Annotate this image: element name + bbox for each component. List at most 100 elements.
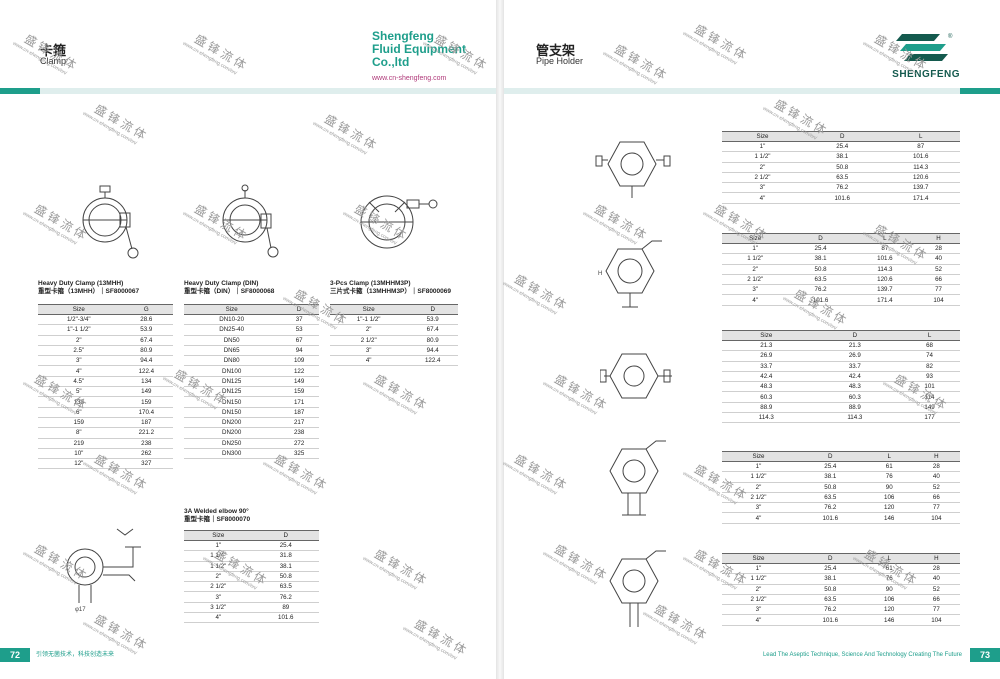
table-cell: 1 1/2": [722, 471, 795, 483]
table-cell: DN80: [184, 355, 280, 367]
table-cell: 87: [852, 243, 918, 255]
table-row: 1/2"-3/4"28.6: [38, 314, 173, 326]
table-cell: 104: [917, 294, 960, 306]
table-cell: DN200: [184, 417, 280, 429]
column-header: G: [119, 304, 173, 315]
table-cell: 171: [279, 396, 319, 408]
right-header-band: [504, 88, 1000, 94]
table-cell: 93: [899, 371, 960, 383]
table-cell: 2": [722, 162, 803, 173]
table-cell: 80.9: [407, 335, 458, 346]
table-cell: 53.9: [119, 324, 173, 336]
table-row: 2 1/2"80.9: [330, 335, 458, 346]
table-cell: DN250: [184, 438, 280, 449]
table-cell: 4": [722, 192, 803, 204]
table-cell: 76.2: [794, 604, 866, 616]
table-cell: 146: [865, 614, 913, 626]
caption-en: 3A Welded elbow 90°: [184, 508, 249, 515]
caption-cn: 重型卡箍（13MHH）｜SF8000067: [38, 288, 140, 295]
table-cell: 238: [119, 438, 173, 449]
table-cell: 1 1/2": [722, 151, 803, 163]
table-cell: 38.1: [802, 151, 882, 163]
table-cell: 2": [722, 264, 789, 275]
table-cell: 170.4: [119, 407, 173, 418]
table-row: 3"94.4: [330, 345, 458, 357]
table-row: 3"76.2: [184, 591, 319, 603]
table-cell: 90: [865, 584, 913, 595]
table-cell: 66: [917, 274, 960, 286]
table-cell: 4": [184, 612, 253, 624]
table-cell: 3": [184, 591, 253, 603]
table-cell: 2": [38, 335, 120, 346]
table-cell: 2 1/2": [722, 274, 789, 286]
table-cell: 5": [38, 386, 120, 398]
caption-en: Heavy Duty Clamp (DIN): [184, 280, 259, 287]
table-cell: 94: [279, 345, 319, 357]
table-cell: DN150: [184, 396, 280, 408]
table-cell: 2 1/2": [722, 172, 803, 184]
column-header: L: [865, 553, 913, 564]
table-cell: 177: [899, 412, 960, 424]
pipe-holder-drawing-1: [595, 141, 671, 198]
table-cell: DN50: [184, 335, 280, 346]
table-cell: 48.3: [810, 381, 900, 393]
table-cell: 50.8: [252, 571, 319, 583]
table-cell: 1 1/4": [184, 550, 253, 562]
pipe-holder-drawing-2: H: [598, 240, 662, 308]
table-row: 1"-1 1/2"53.9: [330, 314, 458, 326]
left-footer-bar: [0, 648, 30, 662]
table-cell: 120.6: [852, 274, 918, 286]
table-cell: 3": [722, 502, 795, 514]
table-cell: 149: [119, 386, 173, 398]
table-cell: 114: [899, 391, 960, 403]
table-cell: 25.4: [252, 540, 319, 552]
table-row: 4"101.6: [184, 612, 319, 624]
table-row: 2.5"80.9: [38, 345, 173, 357]
table-cell: 25.4: [788, 243, 853, 255]
table-cell: 122.4: [119, 365, 173, 377]
table-cell: 4": [38, 365, 120, 377]
table-caption-3pcs: 3-Pcs Clamp (13MHHM3P) 三片式卡箍（13MHHM3P）｜S…: [330, 280, 451, 296]
table-cell: 1"-1 1/2": [330, 314, 408, 326]
column-header: Size: [722, 330, 811, 341]
table-cell: 28.6: [119, 314, 173, 326]
table-cell: 53: [279, 324, 319, 336]
table-cell: 114.3: [810, 412, 900, 424]
table-cell: 68: [899, 340, 960, 352]
table-cell: 2 1/2": [722, 492, 795, 504]
table-cell: 3": [330, 345, 408, 357]
table-cell: 28: [917, 243, 960, 255]
table-cell: 67.4: [407, 324, 458, 336]
table-cell: 40: [912, 471, 960, 483]
table-cell: 63.5: [794, 594, 866, 606]
right-footer-slogan: Lead The Aseptic Technique, Science And …: [762, 652, 962, 658]
table-cell: 120: [865, 604, 913, 616]
table-cell: 3": [722, 604, 795, 616]
table-cell: 25.4: [802, 141, 882, 153]
table-row: 12"327: [38, 458, 173, 470]
table-row: 1"-1 1/2"53.9: [38, 324, 173, 336]
table-cell: DN300: [184, 448, 280, 460]
table-cell: 149: [899, 402, 960, 414]
column-header: Size: [38, 304, 120, 315]
table-caption-din: Heavy Duty Clamp (DIN) 重型卡箍（DIN）｜SF80000…: [184, 280, 274, 296]
column-header: D: [407, 304, 458, 315]
table-cell: 88.9: [810, 402, 900, 414]
left-header-cn: 卡箍: [40, 43, 67, 58]
table-row: 5"149: [38, 386, 173, 398]
table-cell: 1 1/2": [722, 253, 789, 265]
